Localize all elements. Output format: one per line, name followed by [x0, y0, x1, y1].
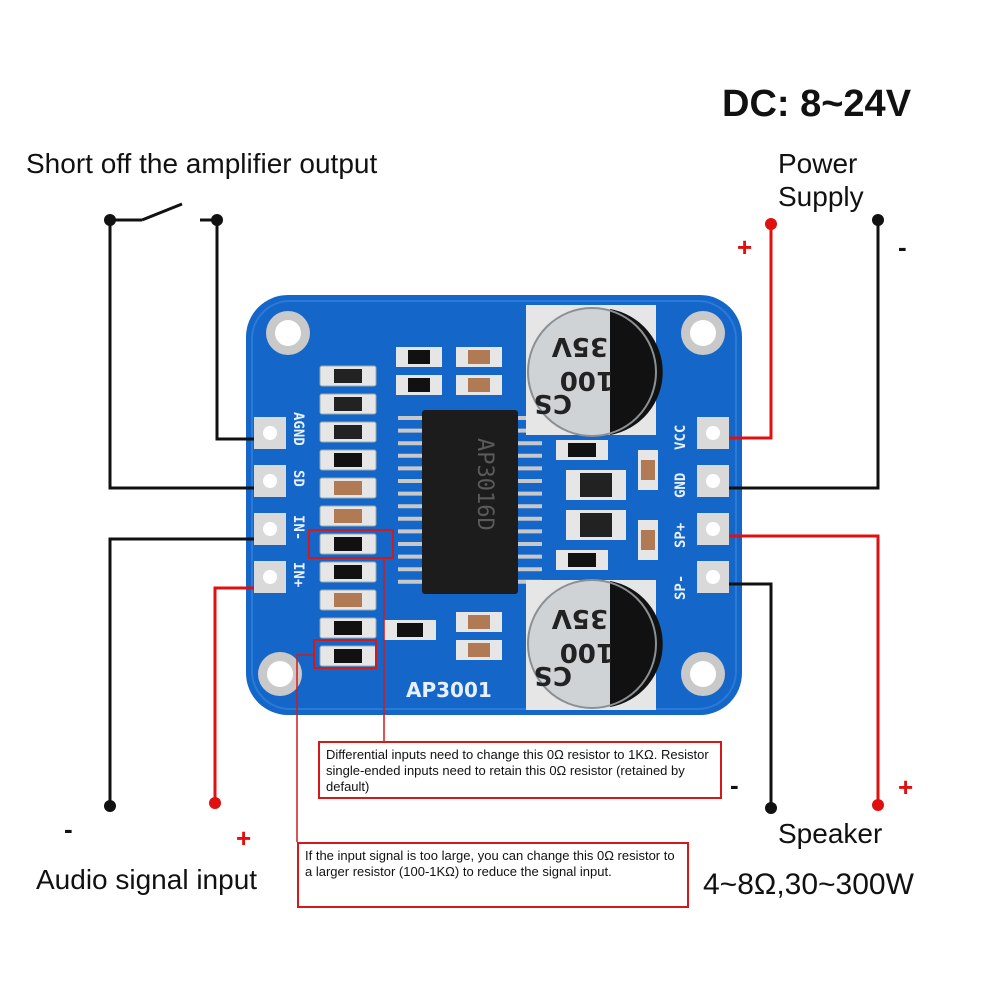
- mounting-hole: [681, 652, 725, 696]
- switch-wire-left: [108, 220, 254, 490]
- smd-top-parts: [384, 347, 658, 660]
- note-large-input-signal: If the input signal is too large, you ca…: [297, 842, 689, 908]
- audio-minus-sign: -: [64, 814, 73, 844]
- board-model: AP3001: [406, 678, 492, 702]
- pin-label-sp-plus: SP+: [673, 523, 689, 548]
- note-leader-large-signal: [296, 654, 314, 842]
- gnd-wire: [729, 220, 880, 490]
- power-supply-label-line1: Power: [778, 148, 858, 179]
- capacitor-top: CS 100 35V: [526, 305, 663, 437]
- wire-terminals: [104, 214, 884, 814]
- amplifier-chip: AP3016D: [398, 410, 542, 594]
- power-minus-sign: -: [898, 232, 907, 262]
- capacitor-text-cs: CS: [534, 388, 572, 418]
- pin-label-gnd: GND: [673, 473, 689, 498]
- audio-plus-sign: +: [236, 823, 252, 853]
- pin-label-sp-minus: SP-: [673, 575, 689, 600]
- capacitor-text-value: 100: [560, 637, 614, 667]
- pin-label-sd: SD: [290, 470, 306, 487]
- speaker-label: Speaker: [778, 818, 883, 849]
- speaker-plus-terminal: [872, 799, 884, 811]
- pad-vcc: [697, 417, 729, 449]
- power-plus-terminal: [765, 218, 777, 230]
- speaker-spec-label: 4~8Ω,30~300W: [703, 868, 914, 901]
- power-supply-label-line2: Supply: [778, 181, 864, 212]
- wires: [108, 202, 880, 842]
- mounting-hole: [266, 311, 310, 355]
- pin-label-agnd: AGND: [290, 412, 306, 446]
- vcc-wire: [729, 224, 773, 440]
- smd-part-bodies: [334, 369, 362, 663]
- sp-minus-wire: [729, 582, 773, 808]
- dc-voltage-label: DC: 8~24V: [722, 83, 912, 125]
- in-minus-wire: [108, 537, 254, 806]
- speaker-plus-sign: +: [898, 772, 914, 802]
- pcb-board: AGND SD IN- IN+ VCC GND SP+ SP-: [246, 295, 742, 715]
- highlight-box-gain-resistor: [313, 639, 377, 669]
- mounting-hole: [258, 652, 302, 696]
- pad-in-minus: [254, 513, 286, 545]
- pin-label-in-plus: IN+: [290, 562, 306, 587]
- power-minus-terminal: [872, 214, 884, 226]
- pad-sp-minus: [697, 561, 729, 593]
- audio-input-label: Audio signal input: [36, 864, 258, 895]
- pad-gnd: [697, 465, 729, 497]
- sp-plus-wire: [729, 534, 880, 805]
- switch-blade: [141, 202, 183, 222]
- note-differential-input: Differential inputs need to change this …: [318, 741, 722, 799]
- pin-label-vcc: VCC: [673, 425, 689, 450]
- in-plus-wire: [213, 586, 254, 803]
- power-plus-sign: +: [737, 232, 753, 262]
- switch-terminal-right: [211, 214, 223, 226]
- capacitor-text-voltage: 35V: [552, 331, 608, 361]
- capacitor-text-voltage: 35V: [552, 603, 608, 633]
- speaker-minus-sign: -: [730, 770, 739, 800]
- pad-in-plus: [254, 561, 286, 593]
- short-off-label: Short off the amplifier output: [26, 148, 378, 179]
- switch-wire-right: [215, 220, 254, 441]
- pad-sd: [254, 465, 286, 497]
- mounting-hole: [681, 311, 725, 355]
- capacitor-bottom: CS 100 35V: [526, 579, 663, 710]
- audio-plus-terminal: [209, 797, 221, 809]
- switch-terminal-left: [104, 214, 116, 226]
- speaker-minus-terminal: [765, 802, 777, 814]
- pad-sp-plus: [697, 513, 729, 545]
- capacitor-text-cs: CS: [534, 660, 572, 690]
- highlight-box-differential-resistor: [308, 529, 394, 559]
- audio-minus-terminal: [104, 800, 116, 812]
- chip-label: AP3016D: [472, 438, 497, 531]
- pad-agnd: [254, 417, 286, 449]
- pin-label-in-minus: IN-: [290, 515, 306, 540]
- capacitor-text-value: 100: [560, 365, 614, 395]
